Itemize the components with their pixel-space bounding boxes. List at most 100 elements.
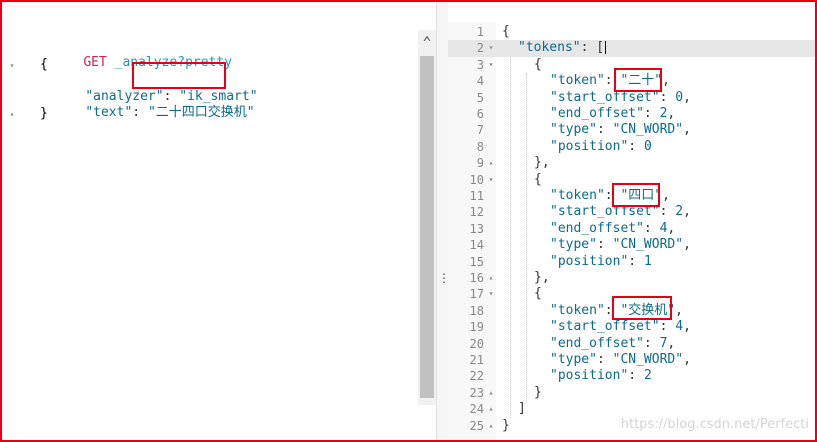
json-punctuation: : (604, 73, 621, 89)
fold-close-icon[interactable]: ▴ (488, 404, 494, 414)
fold-open-icon[interactable]: ▾ (9, 61, 15, 70)
line-number: 16 (469, 271, 484, 285)
json-token: "position" (550, 253, 629, 269)
json-punctuation: , (683, 89, 691, 105)
json-token: "position" (550, 138, 629, 154)
response-line: 25 ▴} (448, 418, 815, 434)
line-number: 8 (476, 139, 484, 154)
json-punctuation: { (534, 171, 542, 187)
response-viewer[interactable]: 1{2▾"tokens": [3▾{4"token": "二十",5"start… (448, 2, 815, 442)
json-punctuation: , (683, 352, 691, 367)
response-line: 14"type": "CN_WORD", (448, 237, 815, 253)
line-number: 25 (469, 418, 484, 433)
http-method: GET (83, 55, 107, 70)
json-punctuation: : (628, 253, 644, 269)
text-key: "text" (85, 105, 133, 120)
fold-open-icon[interactable]: ▾ (488, 174, 494, 184)
analyzer-value: "ik_smart" (179, 89, 258, 104)
json-punctuation: }, (534, 270, 550, 285)
json-token: "start_offset" (550, 89, 660, 105)
json-token: "position" (550, 368, 629, 384)
position-value: 0 (643, 138, 652, 154)
fold-open-icon[interactable]: ▾ (488, 289, 494, 299)
type-value: "CN_WORD" (612, 352, 684, 367)
json-token: "tokens" (518, 40, 581, 56)
text-cursor (605, 41, 607, 55)
json-punctuation: : (604, 302, 621, 318)
json-token: } (502, 417, 510, 433)
token-value-3: "交换机" (620, 302, 676, 318)
code-text: "token": "二十", (550, 73, 670, 89)
code-text: } (534, 385, 542, 401)
response-line: 9 ▴}, (448, 155, 815, 171)
json-token: "start_offset" (550, 319, 660, 335)
line-number: 22 (469, 369, 484, 384)
type-value: "CN_WORD" (612, 237, 684, 253)
json-token: "type" (550, 352, 597, 367)
fold-close-icon: ▴ (9, 109, 15, 118)
json-token: "end_offset" (550, 335, 644, 351)
json-punctuation: : (604, 188, 621, 203)
indent-guide (510, 56, 511, 418)
response-line: 16 ▴}, (448, 270, 815, 286)
json-token: ] (518, 401, 526, 417)
request-scrollbar[interactable]: ⌃ (418, 30, 436, 405)
code-text: "position": 0 (550, 139, 652, 155)
line-number: 2 (476, 41, 484, 56)
request-line[interactable]: GET _analyze?pretty (52, 39, 232, 70)
pane-divider[interactable] (436, 2, 449, 440)
request-open-brace: { (40, 57, 48, 72)
response-line: 17 ▾ { (448, 286, 815, 302)
fold-close-icon[interactable]: ▴ (488, 387, 494, 397)
line-number: 17 (469, 287, 484, 302)
json-punctuation: , (662, 188, 670, 203)
code-text: "position": 1 (550, 254, 652, 270)
chevron-up-icon[interactable]: ⌃ (422, 33, 432, 51)
fold-close-icon[interactable]: ▴ (488, 420, 494, 430)
fold-close-icon[interactable]: ▴ (488, 158, 494, 168)
response-line: 5"start_offset": 0, (448, 90, 815, 106)
json-punctuation: { (534, 56, 542, 72)
json-punctuation: : (628, 368, 644, 384)
response-line: 10 ▾ { (448, 172, 815, 188)
code-text: }, (534, 155, 550, 171)
response-line: 4"token": "二十", (448, 73, 815, 89)
line-number: 10 (469, 172, 484, 187)
line-number: 9 (476, 156, 484, 171)
response-line: 3▾{ (448, 57, 815, 73)
json-punctuation: : (596, 352, 613, 367)
response-line: 22"position": 2 (448, 368, 815, 384)
json-punctuation: : (628, 138, 644, 154)
line-number: 6 (476, 107, 484, 121)
response-gutter (448, 22, 496, 442)
code-text: "end_offset": 2, (550, 106, 675, 122)
json-punctuation: : (659, 319, 676, 335)
analyzer-line: "analyzer": "ik_smart" (85, 89, 258, 104)
text-line: "text": "二十四口交换机" (85, 105, 255, 120)
start-offset-value: 4 (675, 319, 684, 335)
scrollbar-thumb[interactable] (420, 56, 434, 398)
code-text: }, (534, 270, 550, 286)
fold-open-icon[interactable]: ▾ (488, 59, 494, 69)
fold-close-icon[interactable]: ▴ (488, 273, 494, 282)
end-offset-value: 7 (659, 335, 668, 351)
code-text: "start_offset": 2, (550, 204, 691, 220)
json-punctuation: { (534, 286, 542, 302)
code-text: } (502, 418, 510, 434)
request-url: _analyze?pretty (114, 55, 233, 70)
code-text: { (534, 57, 542, 73)
request-editor[interactable]: ▾ ▴ GET _analyze?pretty { "analyzer": "i… (2, 2, 418, 440)
vertical-dots-icon[interactable]: ⋮ (438, 271, 450, 285)
json-punctuation: : (596, 237, 613, 253)
json-punctuation: : (643, 335, 660, 351)
json-token: "token" (550, 302, 605, 318)
start-offset-value: 2 (675, 204, 684, 220)
code-text: "type": "CN_WORD", (550, 237, 691, 253)
end-offset-value: 2 (659, 106, 668, 121)
code-text: "token": "四口", (550, 188, 670, 204)
fold-open-icon[interactable]: ▾ (488, 43, 494, 53)
line-number: 24 (469, 402, 484, 417)
code-text: "end_offset": 7, (550, 336, 675, 352)
json-punctuation: : (643, 106, 660, 121)
response-line: 18"token": "交换机", (448, 303, 815, 319)
